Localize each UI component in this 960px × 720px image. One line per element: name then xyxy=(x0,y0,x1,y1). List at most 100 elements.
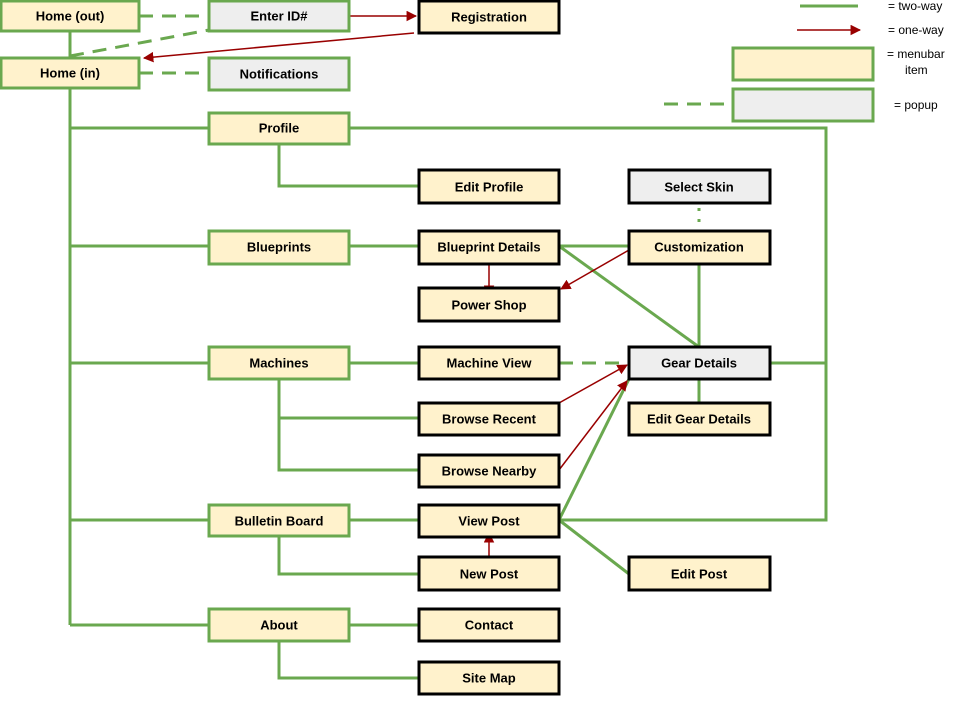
node-view-post[interactable]: View Post xyxy=(417,503,561,539)
node-edit-gear-details[interactable]: Edit Gear Details xyxy=(627,401,772,437)
node-registration-box xyxy=(417,0,561,35)
node-edit-post[interactable]: Edit Post xyxy=(627,555,772,592)
node-about-label: About xyxy=(260,618,298,633)
node-blueprint-details-box xyxy=(417,229,561,266)
node-notifications-box xyxy=(207,56,351,92)
node-browse-nearby-label: Browse Nearby xyxy=(442,464,537,479)
node-edit-profile-label: Edit Profile xyxy=(455,180,524,195)
legend-two-way-label: = two-way xyxy=(888,0,942,13)
node-about-box xyxy=(207,607,351,643)
node-browse-nearby[interactable]: Browse Nearby xyxy=(417,453,561,489)
node-new-post[interactable]: New Post xyxy=(417,555,561,592)
node-customization[interactable]: Customization xyxy=(627,229,772,266)
edge-enterid-homein xyxy=(69,28,210,58)
node-home-in-box xyxy=(0,56,141,90)
node-registration[interactable]: Registration xyxy=(417,0,561,35)
node-machines-box xyxy=(207,345,351,381)
node-enter-id[interactable]: Enter ID# xyxy=(207,0,351,33)
node-bulletin-board-label: Bulletin Board xyxy=(235,514,324,529)
legend-one-way-label: = one-way xyxy=(888,23,944,37)
node-view-post-label: View Post xyxy=(458,514,520,529)
node-blueprints[interactable]: Blueprints xyxy=(207,229,351,266)
node-blueprints-box xyxy=(207,229,351,266)
node-select-skin-label: Select Skin xyxy=(664,180,733,195)
node-profile-label: Profile xyxy=(259,121,299,136)
node-notifications-label: Notifications xyxy=(240,67,319,82)
node-machines[interactable]: Machines xyxy=(207,345,351,381)
node-edit-post-box xyxy=(627,555,772,592)
edge-machines-recent xyxy=(277,379,419,420)
node-profile[interactable]: Profile xyxy=(207,111,351,146)
node-blueprint-details[interactable]: Blueprint Details xyxy=(417,229,561,266)
node-browse-recent-label: Browse Recent xyxy=(442,412,537,427)
node-gear-details-label: Gear Details xyxy=(661,356,737,371)
edge-machines-nearby xyxy=(277,418,419,472)
edge-profile-viewpost-loop xyxy=(349,126,828,522)
connectors xyxy=(68,10,828,680)
node-machine-view-label: Machine View xyxy=(446,356,532,371)
node-new-post-label: New Post xyxy=(460,567,519,582)
node-bulletin-board-box xyxy=(207,503,351,538)
node-edit-post-label: Edit Post xyxy=(671,567,728,582)
node-edit-profile-box xyxy=(417,168,561,205)
node-new-post-box xyxy=(417,555,561,592)
node-browse-recent[interactable]: Browse Recent xyxy=(417,401,561,437)
node-gear-details[interactable]: Gear Details xyxy=(627,345,772,381)
node-about[interactable]: About xyxy=(207,607,351,643)
node-contact-box xyxy=(417,607,561,643)
node-site-map-box xyxy=(417,660,561,696)
node-blueprints-label: Blueprints xyxy=(247,240,311,255)
edge-profile-editprofile xyxy=(277,144,419,188)
node-select-skin[interactable]: Select Skin xyxy=(627,168,772,205)
edge-about-sitemap xyxy=(277,641,419,680)
edge-details-gear xyxy=(558,244,700,349)
node-browse-nearby-box xyxy=(417,453,561,489)
node-edit-gear-details-box xyxy=(627,401,772,437)
node-power-shop-box xyxy=(417,286,561,323)
node-home-out-label: Home (out) xyxy=(36,9,105,24)
node-gear-details-box xyxy=(627,345,772,381)
node-site-map-label: Site Map xyxy=(462,671,516,686)
node-view-post-box xyxy=(417,503,561,539)
node-bulletin-board[interactable]: Bulletin Board xyxy=(207,503,351,538)
node-edit-gear-details-label: Edit Gear Details xyxy=(647,412,751,427)
node-home-out-box xyxy=(0,0,141,33)
node-enter-id-label: Enter ID# xyxy=(250,9,308,24)
legend-menubar-swatch xyxy=(731,46,875,82)
legend-menubar-label-2: item xyxy=(905,63,928,77)
arrow-recent-gear xyxy=(558,364,628,404)
node-power-shop-label: Power Shop xyxy=(451,298,526,313)
node-machine-view[interactable]: Machine View xyxy=(417,345,561,381)
node-customization-box xyxy=(627,229,772,266)
node-registration-label: Registration xyxy=(451,10,527,25)
node-contact-label: Contact xyxy=(465,618,514,633)
node-edit-profile[interactable]: Edit Profile xyxy=(417,168,561,205)
node-contact[interactable]: Contact xyxy=(417,607,561,643)
edge-viewpost-gear xyxy=(557,378,631,521)
nodes: Home (out) Enter ID# Registration Home (… xyxy=(0,0,772,696)
legend-menubar-label-1: = menubar xyxy=(887,47,945,61)
node-profile-box xyxy=(207,111,351,146)
arrow-registration-homein xyxy=(142,32,415,63)
node-blueprint-details-label: Blueprint Details xyxy=(437,240,540,255)
node-enter-id-box xyxy=(207,0,351,33)
node-select-skin-box xyxy=(627,168,772,205)
node-machine-view-box xyxy=(417,345,561,381)
node-home-in[interactable]: Home (in) xyxy=(0,56,141,90)
node-machines-label: Machines xyxy=(249,356,308,371)
node-customization-label: Customization xyxy=(654,240,744,255)
node-site-map[interactable]: Site Map xyxy=(417,660,561,696)
node-home-out[interactable]: Home (out) xyxy=(0,0,141,33)
arrow-customization-powershop xyxy=(560,249,630,290)
edge-viewpost-editpost xyxy=(558,518,630,576)
legend-popup-swatch xyxy=(731,87,875,123)
node-notifications[interactable]: Notifications xyxy=(207,56,351,92)
legend: = two-way = one-way = menubar item = pop… xyxy=(664,0,945,123)
arrow-nearby-gear xyxy=(558,380,628,471)
legend-popup-label: = popup xyxy=(894,98,938,112)
node-power-shop[interactable]: Power Shop xyxy=(417,286,561,323)
node-home-in-label: Home (in) xyxy=(40,66,100,81)
edge-bulletin-newpost xyxy=(277,536,419,576)
node-browse-recent-box xyxy=(417,401,561,437)
